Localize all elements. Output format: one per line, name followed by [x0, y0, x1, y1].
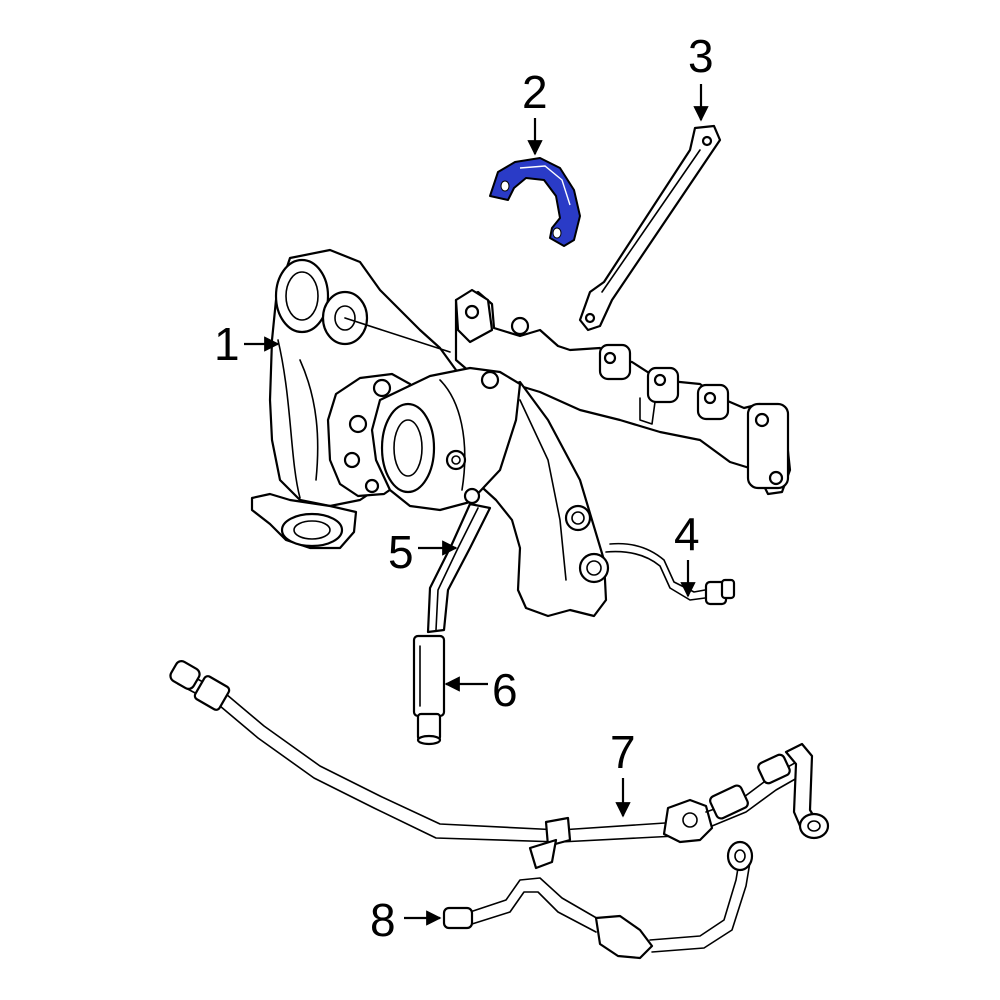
highlighted-part	[489, 157, 581, 247]
callout-8: 8	[370, 894, 442, 946]
callout-5: 5	[388, 526, 458, 578]
callout-7: 7	[610, 726, 636, 818]
oil-hose-part-6	[412, 634, 446, 746]
return-line-part-8	[442, 840, 754, 960]
turbocharger-part-1	[250, 248, 792, 618]
callout-2: 2	[522, 66, 548, 156]
callout-label-4: 4	[674, 508, 700, 560]
pipe-part-7	[169, 660, 830, 870]
callout-4: 4	[674, 508, 700, 598]
callout-label-3: 3	[688, 30, 714, 82]
callout-label-7: 7	[610, 726, 636, 778]
sensor-line-part-4	[605, 542, 736, 606]
callout-1: 1	[214, 318, 280, 370]
heat-shield-clamp-part-2	[489, 157, 581, 247]
callout-3: 3	[688, 30, 714, 122]
callout-label-6: 6	[492, 664, 518, 716]
oil-line-part-5	[426, 502, 492, 634]
callout-label-5: 5	[388, 526, 414, 578]
callout-label-2: 2	[522, 66, 548, 118]
callout-label-1: 1	[214, 318, 240, 370]
callout-label-8: 8	[370, 894, 396, 946]
callout-6: 6	[444, 664, 518, 716]
support-bracket-part-3	[578, 124, 722, 332]
